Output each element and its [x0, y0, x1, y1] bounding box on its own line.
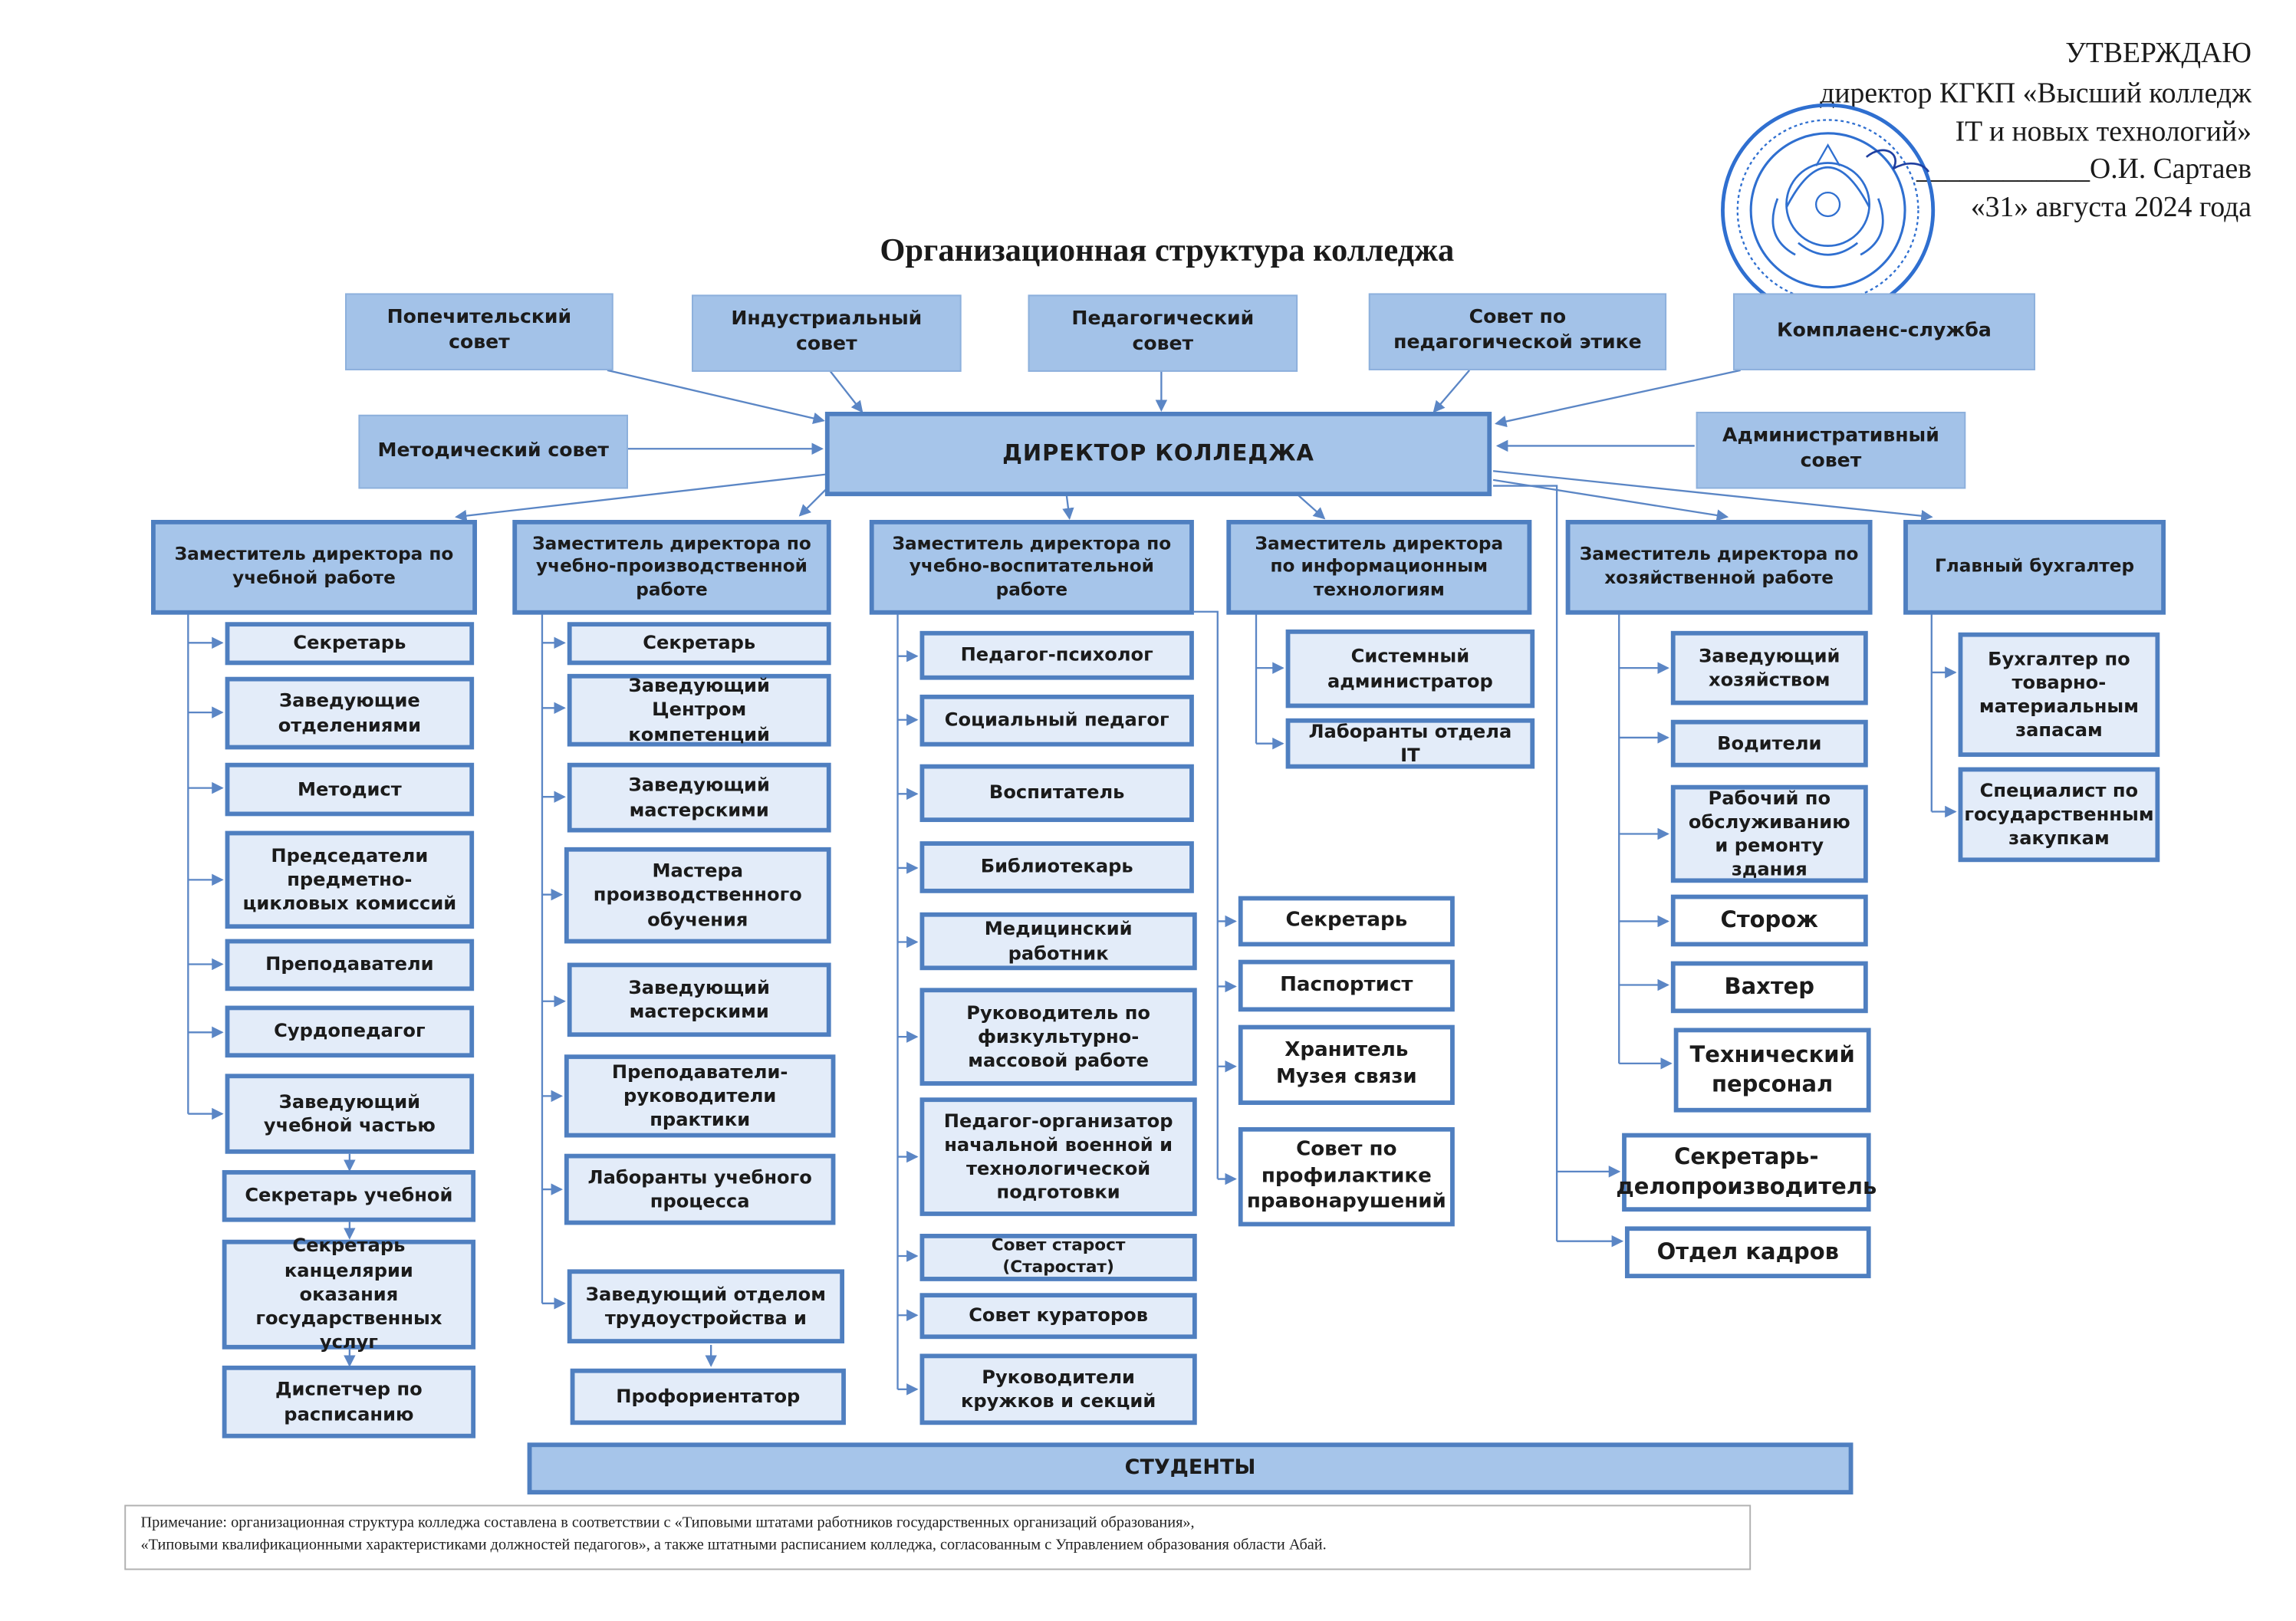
footnote-line-2: «Типовыми квалификационными характеристи…	[140, 1537, 1327, 1554]
col5-facility-manager: Заведующий хозяйством	[1670, 630, 1868, 705]
col3-curators-council: Совет кураторов	[919, 1293, 1197, 1340]
approval-line-1: УТВЕРЖДАЮ	[2065, 38, 2252, 70]
col1-secretary: Секретарь	[225, 622, 475, 666]
chief-accountant: Главный бухгалтер	[1903, 519, 2166, 615]
compliance-service: Комплаенс-служба	[1732, 293, 2036, 370]
col3b-passport-officer: Паспортист	[1238, 959, 1455, 1012]
col3-student-council: Совет старост (Старостат)	[919, 1234, 1197, 1281]
approval-line-5: «31» августа 2024 года	[1970, 192, 2252, 224]
official-seal-stamp	[1721, 103, 1936, 317]
col3-librarian: Библиотекарь	[919, 841, 1194, 893]
board-of-trustees: Попечительский совет	[345, 293, 613, 370]
director-box: ДИРЕКТОР КОЛЛЕДЖА	[824, 411, 1492, 497]
students-box: СТУДЕНТЫ	[527, 1442, 1854, 1494]
col3b-secretary: Секретарь	[1238, 896, 1455, 947]
col3-social-pedagogue: Социальный педагог	[919, 694, 1194, 747]
col2-lab-assistants: Лаборанты учебного процесса	[564, 1153, 836, 1225]
col2-secretary: Секретарь	[567, 622, 831, 666]
col2-practice-teachers: Преподаватели-руководители практики	[564, 1054, 836, 1138]
col5-drivers: Водители	[1670, 719, 1868, 768]
col2-employment-head: Заведующий отделом трудоустройства и	[567, 1269, 845, 1343]
approval-line-4: ____________О.И. Сартаев	[1916, 153, 2252, 186]
col3-club-leaders: Руководители кружков и секций	[919, 1353, 1197, 1425]
col1-study-secretary: Секретарь учебной	[222, 1169, 476, 1222]
deputy-upbringing: Заместитель директора по учебно-воспитат…	[869, 519, 1194, 615]
col1-deaf-teacher: Сурдопедагог	[225, 1005, 475, 1058]
deputy-economic: Заместитель директора по хозяйственной р…	[1565, 519, 1873, 615]
col3-sports-head: Руководитель по физкультурно-массовой ра…	[919, 988, 1197, 1086]
approval-line-2: директор КГКП «Высший колледж	[1820, 78, 2252, 110]
col2-workshop-head-1: Заведующий мастерскими	[567, 762, 831, 833]
col1-commission-chairs: Председатели предметно-цикловых комиссий	[225, 830, 475, 929]
col2-career-guidance: Профориентатор	[570, 1368, 846, 1425]
pedagogical-council: Педагогический совет	[1028, 294, 1298, 372]
methodical-council: Методический совет	[358, 414, 628, 489]
col5-watchman: Вахтер	[1670, 961, 1868, 1014]
col3-educator: Воспитатель	[919, 764, 1194, 823]
page-title: Организационная структура колледжа	[880, 231, 1455, 268]
col5-technical-staff: Технический персонал	[1673, 1028, 1871, 1113]
col3-psychologist: Педагог-психолог	[919, 630, 1194, 680]
deputy-academic: Заместитель директора по учебной работе	[151, 519, 477, 615]
footnote-line-1: Примечание: организационная структура ко…	[140, 1515, 1195, 1532]
approval-line-3: IT и новых технологий»	[1955, 117, 2252, 149]
col1-schedule-dispatcher: Диспетчер по расписанию	[222, 1365, 476, 1439]
col5-guard: Сторож	[1670, 894, 1868, 947]
col1-office-secretary: Секретарь канцелярии оказания государств…	[222, 1235, 476, 1353]
col3-military-organizer: Педагог-организатор начальной военной и …	[919, 1097, 1197, 1216]
industrial-council: Индустриальный совет	[692, 294, 962, 372]
col1-teachers: Преподаватели	[225, 939, 475, 991]
deputy-production: Заместитель директора по учебно-производ…	[512, 519, 831, 615]
col5b-clerk: Секретарь-делопроизводитель	[1616, 1133, 1877, 1212]
col3-medical-worker: Медицинский работник	[919, 912, 1197, 971]
col3b-museum-keeper: Хранитель Музея связи	[1238, 1024, 1455, 1105]
col6-procurement-specialist: Специалист по государственным закупкам	[1958, 767, 2160, 863]
col1-head-of-studies: Заведующий учебной частью	[225, 1074, 475, 1154]
col2-competence-center-head: Заведующий Центром компетенций	[567, 673, 831, 747]
col1-department-heads: Заведующие отделениями	[225, 676, 475, 750]
col1-methodist: Методист	[225, 762, 475, 817]
col5b-hr-department: Отдел кадров	[1624, 1226, 1871, 1278]
col4-sysadmin: Системный администратор	[1285, 629, 1535, 709]
col6-inventory-accountant: Бухгалтер по товарно-материальным запаса…	[1958, 632, 2160, 758]
col5-maintenance-worker: Рабочий по обслуживанию и ремонту здания	[1670, 784, 1868, 883]
col2-production-masters: Мастера производственного обучения	[564, 847, 831, 944]
administrative-council: Административный совет	[1696, 411, 1966, 489]
col4-it-lab-assistants: Лаборанты отдела IT	[1285, 718, 1535, 769]
footnote: Примечание: организационная структура ко…	[124, 1504, 1752, 1570]
col3b-prevention-council: Совет по профилактике правонарушений	[1238, 1126, 1455, 1227]
ethics-council: Совет по педагогической этике	[1368, 293, 1667, 370]
signature-mark	[1865, 149, 1930, 173]
deputy-it: Заместитель директора по информационным …	[1226, 519, 1532, 615]
col2-workshop-head-2: Заведующий мастерскими	[567, 962, 831, 1037]
